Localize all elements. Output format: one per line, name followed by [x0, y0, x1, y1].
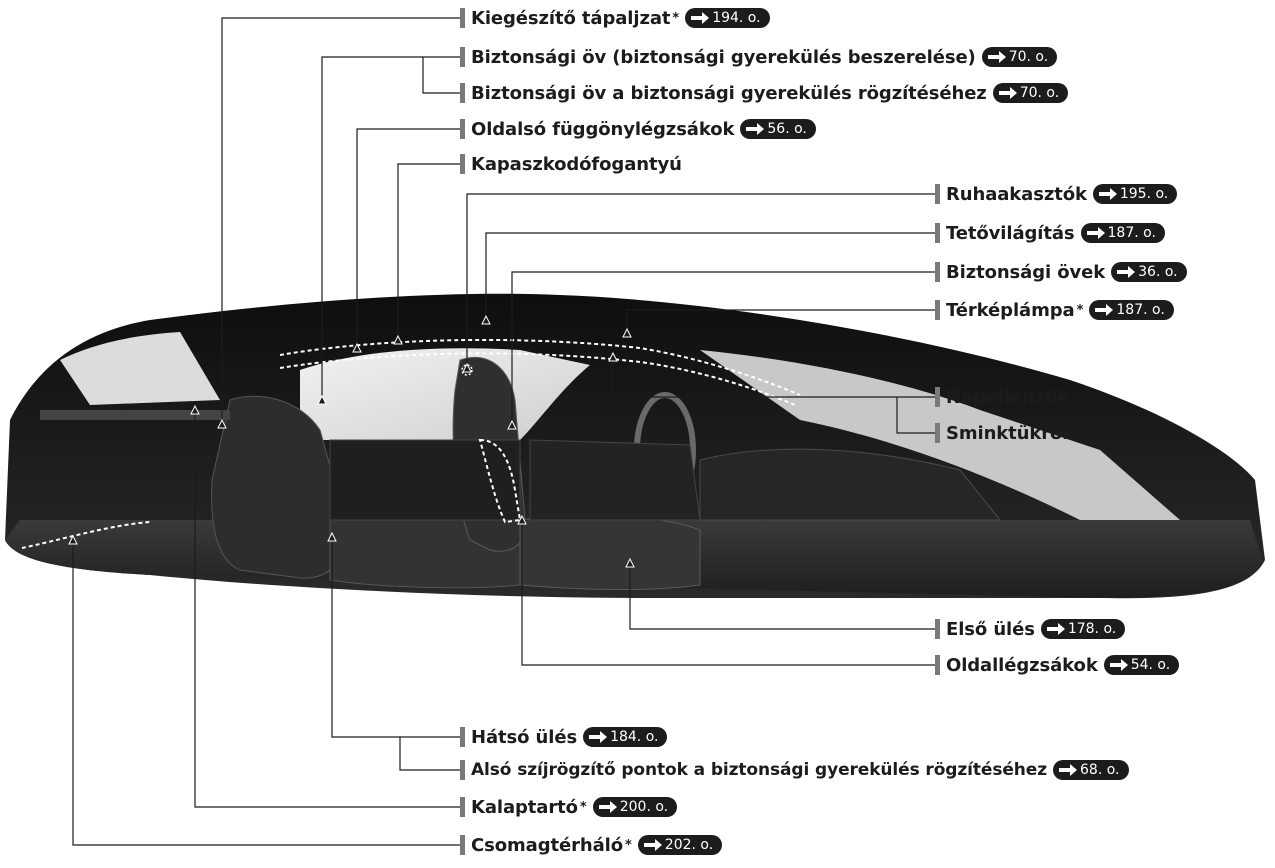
arrow-right-icon — [1094, 303, 1114, 317]
page-ref-link[interactable]: 187. o. — [1089, 300, 1173, 320]
page-ref-text: 187. o. — [1108, 225, 1156, 241]
label-bar — [935, 223, 940, 243]
callout-oldallegzsakok: Oldallégzsákok 54. o. — [935, 653, 1179, 677]
label-bar — [935, 300, 940, 320]
callout-terkeplampa: Térképlámpa* 187. o. — [935, 298, 1174, 322]
callout-tetovilagitas: Tetővilágítás 187. o. — [935, 221, 1165, 245]
callout-label: Oldallégzsákok — [946, 655, 1098, 676]
page-ref-text: 68. o. — [1080, 762, 1119, 778]
callout-kapaszkodofogantyu: Kapaszkodófogantyú — [460, 152, 682, 176]
page-ref-text: 195. o. — [1120, 186, 1168, 202]
page-ref-link[interactable]: 200. o. — [593, 797, 677, 817]
arrow-right-icon — [588, 730, 608, 744]
callout-biztonsagi-ovek: Biztonsági övek 36. o. — [935, 260, 1187, 284]
arrow-right-icon — [1109, 658, 1129, 672]
callout-label: Napellenzők — [946, 387, 1069, 408]
callout-oldalso-fuggonylegzsakok: Oldalsó függönylégzsákok 56. o. — [460, 117, 816, 141]
page-ref-link[interactable]: 178. o. — [1041, 619, 1125, 639]
callout-label: Első ülés — [946, 619, 1035, 640]
label-bar — [935, 655, 940, 675]
label-bar — [935, 262, 940, 282]
callout-napellenzok: Napellenzők — [935, 385, 1069, 409]
arrow-right-icon — [598, 800, 618, 814]
label-bar — [935, 184, 940, 204]
callout-label: Biztonsági öv a biztonsági gyerekülés rö… — [471, 83, 987, 104]
label-bar — [460, 154, 465, 174]
callout-label: Biztonsági övek — [946, 262, 1105, 283]
page-ref-link[interactable]: 70. o. — [993, 83, 1068, 103]
page-ref-link[interactable]: 195. o. — [1093, 184, 1177, 204]
page-ref-text: 54. o. — [1131, 657, 1170, 673]
arrow-right-icon — [1116, 265, 1136, 279]
label-bar — [935, 619, 940, 639]
callout-hatso-ules: Hátsó ülés 184. o. — [460, 725, 667, 749]
page-ref-link[interactable]: 54. o. — [1104, 655, 1179, 675]
arrow-right-icon — [643, 838, 663, 852]
label-bar — [460, 797, 465, 817]
callout-label: Alsó szíjrögzítő pontok a biztonsági gye… — [471, 760, 1047, 780]
callout-also-szijrogzito: Alsó szíjrögzítő pontok a biztonsági gye… — [460, 758, 1129, 782]
page-ref-link[interactable]: 187. o. — [1081, 223, 1165, 243]
arrow-right-icon — [1098, 187, 1118, 201]
callout-biztonsagi-ov-beszereles: Biztonsági öv (biztonsági gyerekülés bes… — [460, 45, 1057, 69]
callout-label: Térképlámpa — [946, 300, 1075, 321]
page-ref-link[interactable]: 56. o. — [740, 119, 815, 139]
page-ref-link[interactable]: 36. o. — [1111, 262, 1186, 282]
callout-label: Csomagtérháló — [471, 835, 623, 856]
callout-label: Sminktükrök — [946, 423, 1074, 444]
page-ref-link[interactable]: 202. o. — [638, 835, 722, 855]
page-ref-text: 187. o. — [1116, 302, 1164, 318]
page-ref-text: 56. o. — [767, 121, 806, 137]
label-bar — [460, 83, 465, 103]
callout-label: Oldalsó függönylégzsákok — [471, 119, 734, 140]
page-ref-text: 70. o. — [1020, 85, 1059, 101]
page-ref-link[interactable]: 184. o. — [583, 727, 667, 747]
label-bar — [460, 47, 465, 67]
arrow-right-icon — [1046, 622, 1066, 636]
page-ref-text: 202. o. — [665, 837, 713, 853]
page-ref-text: 178. o. — [1068, 621, 1116, 637]
callout-biztonsagi-ov-rogzites: Biztonsági öv a biztonsági gyerekülés rö… — [460, 81, 1068, 105]
callout-sminktukrok: Sminktükrök — [935, 421, 1074, 445]
callout-label: Biztonsági öv (biztonsági gyerekülés bes… — [471, 47, 976, 68]
label-bar — [460, 835, 465, 855]
label-bar — [460, 8, 465, 28]
callout-label: Hátsó ülés — [471, 727, 577, 748]
page-ref-text: 184. o. — [610, 729, 658, 745]
callout-label: Kalaptartó — [471, 797, 578, 818]
callout-csomagterhalo: Csomagtérháló* 202. o. — [460, 833, 722, 857]
arrow-right-icon — [1058, 763, 1078, 777]
label-bar — [935, 423, 940, 443]
callout-ruhaakasztok: Ruhaakasztók 195. o. — [935, 182, 1177, 206]
arrow-right-icon — [987, 50, 1007, 64]
page-ref-text: 36. o. — [1138, 264, 1177, 280]
page-ref-text: 70. o. — [1009, 49, 1048, 65]
page-ref-link[interactable]: 70. o. — [982, 47, 1057, 67]
callout-kalaptarto: Kalaptartó* 200. o. — [460, 795, 677, 819]
arrow-right-icon — [998, 86, 1018, 100]
label-bar — [935, 387, 940, 407]
page-ref-link[interactable]: 68. o. — [1053, 760, 1128, 780]
page-ref-link[interactable]: 194. o. — [685, 8, 769, 28]
callout-label: Tetővilágítás — [946, 223, 1075, 244]
arrow-right-icon — [745, 122, 765, 136]
callout-kiegeszito-tapaljzat: Kiegészítő tápaljzat* 194. o. — [460, 6, 770, 30]
label-bar — [460, 119, 465, 139]
callout-label: Kapaszkodófogantyú — [471, 154, 682, 175]
page-ref-text: 200. o. — [620, 799, 668, 815]
callout-label: Ruhaakasztók — [946, 184, 1087, 205]
arrow-right-icon — [1086, 226, 1106, 240]
label-bar — [460, 760, 465, 780]
arrow-right-icon — [690, 11, 710, 25]
callout-elso-ules: Első ülés 178. o. — [935, 617, 1125, 641]
label-bar — [460, 727, 465, 747]
page-ref-text: 194. o. — [712, 10, 760, 26]
callout-label: Kiegészítő tápaljzat — [471, 8, 670, 29]
